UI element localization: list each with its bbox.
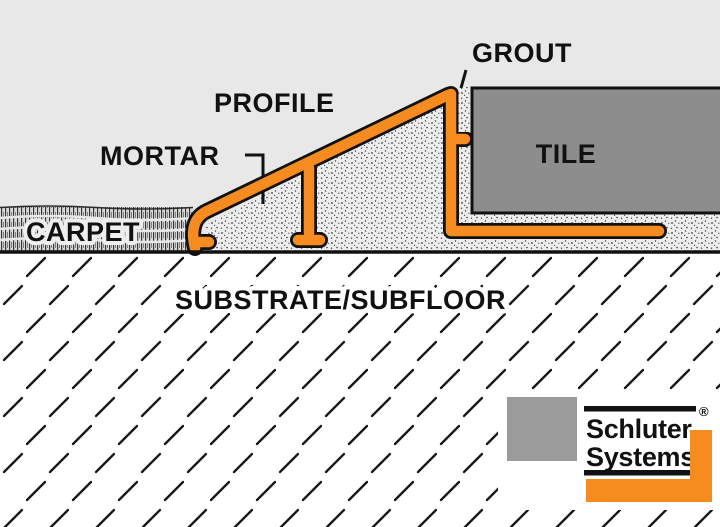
carpet-top-edge bbox=[0, 205, 194, 210]
logo-gray-square bbox=[507, 397, 577, 461]
schluter-systems-logo: Schluter ® Systems bbox=[498, 390, 720, 510]
substrate-label: SUBSTRATE/SUBFLOOR bbox=[175, 285, 506, 315]
carpet-label: CARPET bbox=[26, 217, 140, 247]
logo-orange-angle bbox=[586, 430, 712, 502]
carpet-row-line bbox=[0, 236, 194, 244]
registered-trademark-icon: ® bbox=[699, 404, 709, 419]
tile-area: TILE bbox=[470, 86, 720, 215]
logo-brand-line1: Schluter bbox=[586, 414, 692, 444]
grout-leader-line bbox=[459, 69, 468, 89]
mortar-behind-tile-edge bbox=[458, 145, 473, 215]
diagram-labels: GROUT PROFILE MORTAR CARPET SUBSTRATE/SU… bbox=[22, 38, 572, 320]
carpet-area bbox=[0, 205, 194, 252]
grout-label: GROUT bbox=[472, 38, 572, 68]
profile-body bbox=[187, 88, 665, 254]
profile-label: PROFILE bbox=[214, 88, 335, 118]
mortar-under-slope bbox=[206, 100, 447, 251]
mortar-label: MORTAR bbox=[100, 141, 219, 171]
tile-block bbox=[470, 86, 720, 215]
carpet-row-line bbox=[0, 225, 194, 233]
logo-top-rule bbox=[584, 406, 696, 412]
grout-joint bbox=[458, 87, 473, 132]
logo-bottom-rule bbox=[584, 470, 708, 476]
tile-label: TILE bbox=[536, 139, 597, 169]
transition-profile bbox=[185, 86, 667, 256]
logo-brand-line2: Systems bbox=[586, 442, 695, 472]
carpet-row-line bbox=[0, 214, 194, 222]
